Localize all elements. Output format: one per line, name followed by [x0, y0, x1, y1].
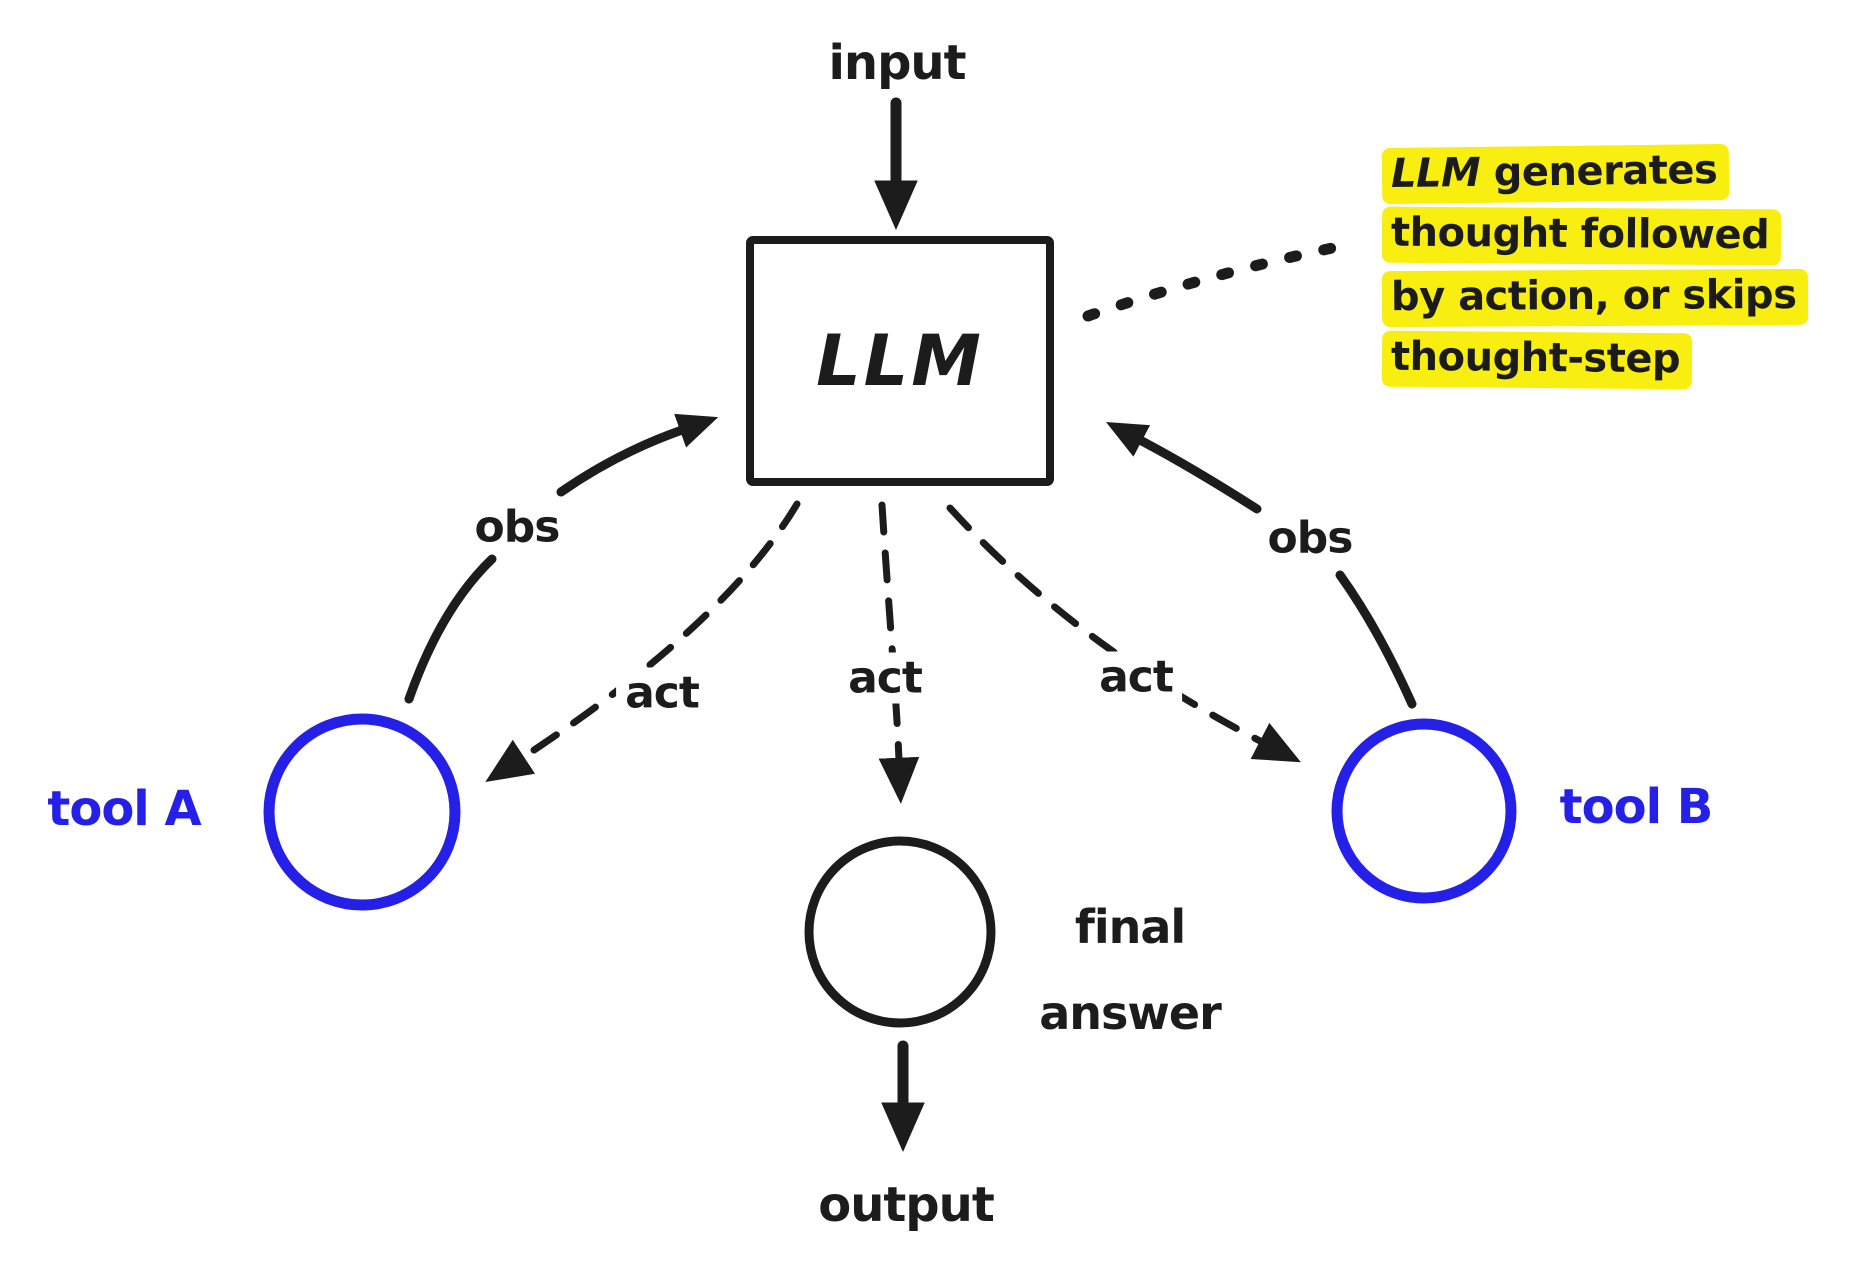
- annotation-line-2: thought followed: [1381, 206, 1808, 270]
- final-answer-label-line1: final: [1074, 900, 1186, 954]
- annotation-line-3-highlight: by action, or skips: [1381, 268, 1809, 328]
- annotation-line-1-rest: generates: [1479, 147, 1718, 196]
- annotation-line-4: thought-step: [1381, 330, 1808, 394]
- obs-left-arrow-upper: [556, 413, 719, 497]
- obs-left-label: obs: [465, 501, 569, 553]
- act-left-arrow: [485, 500, 801, 783]
- input-label: input: [828, 35, 966, 91]
- act-left-label: act: [616, 667, 708, 719]
- annotation-line-2-highlight: thought followed: [1381, 206, 1782, 266]
- annotation-llm-word: LLM: [1390, 149, 1481, 198]
- tool-b-circle: [1331, 718, 1517, 904]
- act-right-label: act: [1090, 651, 1182, 703]
- annotation-line-4-highlight: thought-step: [1381, 330, 1693, 390]
- annotation-line-1: LLM generates: [1381, 143, 1808, 208]
- llm-label: LLM: [816, 320, 984, 402]
- final-answer-label-line2: answer: [1039, 986, 1222, 1040]
- annotation-line-3: by action, or skips: [1381, 268, 1809, 332]
- tool-b-label: tool B: [1559, 779, 1714, 835]
- tool-a-label: tool A: [47, 781, 201, 837]
- obs-right-arrow-lower: [1335, 570, 1417, 709]
- act-center-label: act: [839, 652, 931, 704]
- obs-right-arrow-upper: [1105, 422, 1262, 514]
- annotation-line-1-highlight: LLM generates: [1381, 143, 1730, 205]
- output-label: output: [818, 1177, 995, 1233]
- act-center-arrow: [878, 501, 920, 804]
- annotation: LLM generates thought followed by action…: [1381, 143, 1809, 394]
- llm-box: [746, 236, 1054, 486]
- obs-left-arrow-lower: [404, 554, 497, 704]
- obs-right-label: obs: [1258, 512, 1362, 564]
- final-answer-circle: [804, 836, 996, 1028]
- tool-a-circle: [263, 713, 461, 911]
- annotation-dotted-line: [1082, 240, 1348, 322]
- act-right-arrow: [946, 504, 1301, 763]
- final-answer-label: final answer: [1039, 884, 1222, 1056]
